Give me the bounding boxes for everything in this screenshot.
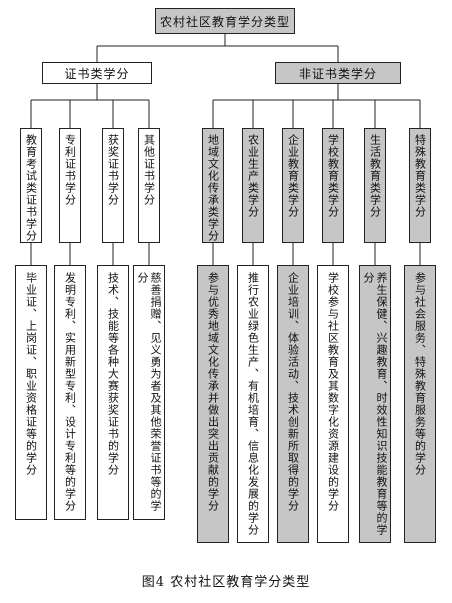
cert-child-4: 其他证书学分 [138, 128, 160, 243]
cert-detail-4: 慈善捐赠、见义勇为者及其他荣誉证书等的学分 [133, 265, 165, 520]
noncert-detail-1: 参与优秀地域文化传承并做出突出贡献的学分 [197, 265, 229, 543]
cert-detail-1: 毕业证、上岗证、职业资格证等的学分 [15, 265, 47, 520]
noncert-detail-2-text: 推行农业绿色生产、有机培育、信息化发展的学分 [246, 272, 260, 536]
group-noncert-label: 非证书类学分 [298, 66, 377, 81]
group-cert: 证书类学分 [42, 62, 152, 84]
cert-detail-2-text: 发明专利、实用新型专利、设计专利等的学分 [63, 272, 77, 512]
noncert-child-6: 特殊教育类学分 [409, 128, 431, 243]
noncert-child-4-label: 学校教育类学分 [326, 134, 340, 218]
noncert-detail-5: 养生保健、兴趣教育、时效性知识技能教育等的学分 [359, 265, 391, 543]
group-noncert: 非证书类学分 [275, 62, 401, 84]
noncert-detail-3-text: 企业培训、体验活动、技术创新所取得的学分 [286, 272, 300, 512]
cert-child-1-label: 教育考试类证书学分 [24, 134, 38, 242]
noncert-child-4: 学校教育类学分 [322, 128, 344, 243]
figure-caption: 图4 农村社区教育学分类型 [141, 575, 311, 590]
noncert-detail-1-text: 参与优秀地域文化传承并做出突出贡献的学分 [206, 272, 220, 512]
noncert-child-2-label: 农业生产类学分 [246, 134, 260, 218]
cert-detail-1-text: 毕业证、上岗证、职业资格证等的学分 [24, 272, 38, 476]
noncert-child-6-label: 特殊教育类学分 [413, 134, 427, 218]
cert-detail-3-text: 技术、技能等各种大赛获奖证书的学分 [106, 272, 120, 476]
cert-child-3-label: 获奖证书学分 [106, 134, 120, 206]
cert-detail-2: 发明专利、实用新型专利、设计专利等的学分 [54, 265, 86, 520]
cert-child-4-label: 其他证书学分 [142, 134, 156, 206]
noncert-child-1-label: 地域文化传承类学分 [206, 134, 220, 242]
noncert-detail-3: 企业培训、体验活动、技术创新所取得的学分 [277, 265, 309, 543]
noncert-child-5-label: 生活教育类学分 [368, 134, 382, 218]
cert-detail-3: 技术、技能等各种大赛获奖证书的学分 [97, 265, 129, 520]
noncert-detail-2: 推行农业绿色生产、有机培育、信息化发展的学分 [237, 265, 269, 543]
noncert-child-2: 农业生产类学分 [242, 128, 264, 243]
noncert-detail-4-text: 学校参与社区教育及其数字化资源建设的学分 [326, 272, 340, 512]
root-label: 农村社区教育学分类型 [159, 14, 290, 29]
noncert-detail-6: 参与社会服务、特殊教育服务等的学分 [404, 265, 436, 543]
noncert-detail-6-text: 参与社会服务、特殊教育服务等的学分 [413, 272, 427, 476]
cert-detail-4-text: 慈善捐赠、见义勇为者及其他荣誉证书等的学分 [136, 272, 162, 512]
noncert-detail-5-text: 养生保健、兴趣教育、时效性知识技能教育等的学分 [362, 272, 388, 536]
cert-child-1: 教育考试类证书学分 [20, 128, 42, 243]
noncert-child-1: 地域文化传承类学分 [202, 128, 224, 243]
noncert-child-3-label: 企业教育类学分 [286, 134, 300, 218]
noncert-child-5: 生活教育类学分 [364, 128, 386, 243]
noncert-child-3: 企业教育类学分 [282, 128, 304, 243]
root-node: 农村社区教育学分类型 [155, 8, 295, 34]
cert-child-2: 专利证书学分 [59, 128, 81, 243]
group-cert-label: 证书类学分 [64, 66, 130, 81]
cert-child-2-label: 专利证书学分 [63, 134, 77, 206]
cert-child-3: 获奖证书学分 [102, 128, 124, 243]
noncert-detail-4: 学校参与社区教育及其数字化资源建设的学分 [317, 265, 349, 543]
